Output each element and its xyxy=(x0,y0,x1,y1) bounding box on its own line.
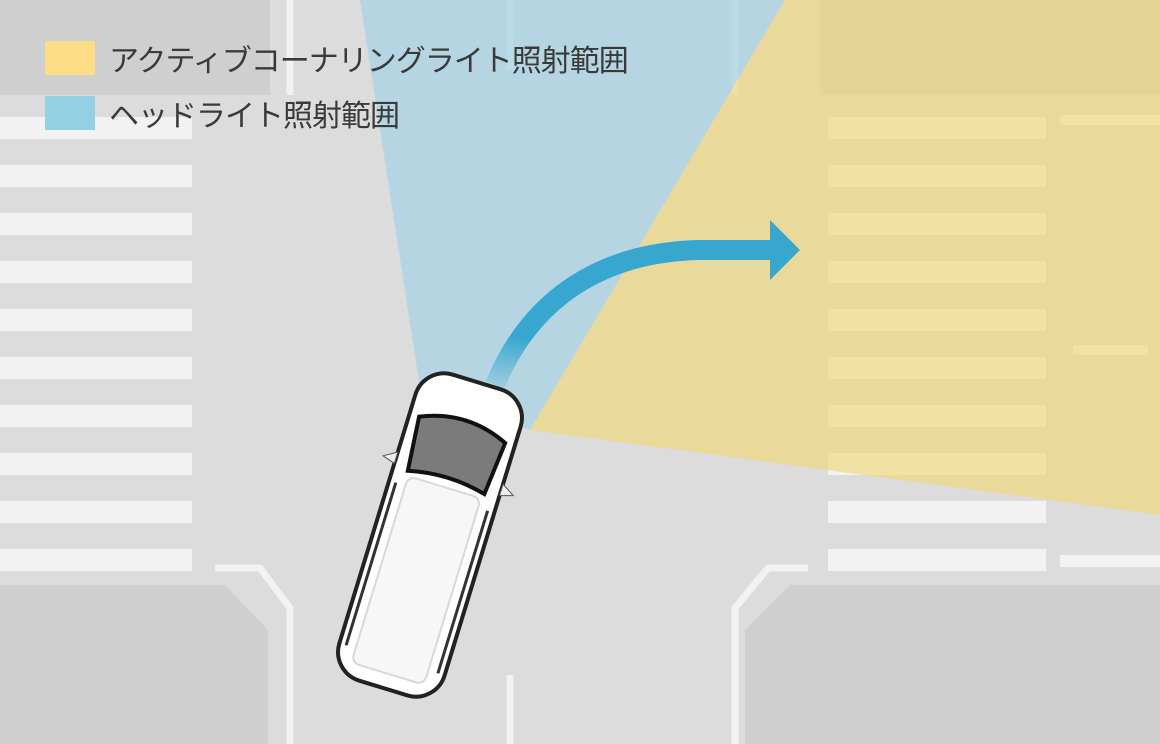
headlight-beam xyxy=(360,0,785,430)
legend: アクティブコーナリングライト照射範囲 ヘッドライト照射範囲 xyxy=(45,40,629,150)
legend-item-headlight: ヘッドライト照射範囲 xyxy=(45,95,628,134)
crosswalk-stripe xyxy=(0,261,192,283)
cornering-light-swatch xyxy=(45,41,95,75)
cornering-light-beam xyxy=(530,0,1160,515)
crosswalk-stripe xyxy=(0,309,192,331)
legend-label: ヘッドライト照射範囲 xyxy=(109,99,400,134)
legend-label: アクティブコーナリングライト照射範囲 xyxy=(109,44,629,79)
crosswalk-stripe xyxy=(0,501,192,523)
crosswalk-stripe xyxy=(0,165,192,187)
turn-arrow xyxy=(485,220,800,389)
crosswalk-stripe xyxy=(828,501,1046,523)
headlight-swatch xyxy=(45,96,95,130)
crosswalk-stripe xyxy=(828,549,1046,571)
crosswalk-stripe xyxy=(0,213,192,235)
car xyxy=(336,371,524,699)
legend-item-cornering-light: アクティブコーナリングライト照射範囲 xyxy=(45,40,629,79)
crosswalk-stripe xyxy=(0,453,192,475)
lane-marking xyxy=(1060,555,1160,567)
block-bottom-left xyxy=(0,585,268,744)
block-bottom-right xyxy=(745,585,1160,744)
crosswalk-stripe xyxy=(0,549,192,571)
crosswalk-stripe xyxy=(0,357,192,379)
crosswalk-stripe xyxy=(0,405,192,427)
arrow-head-icon xyxy=(770,220,800,280)
